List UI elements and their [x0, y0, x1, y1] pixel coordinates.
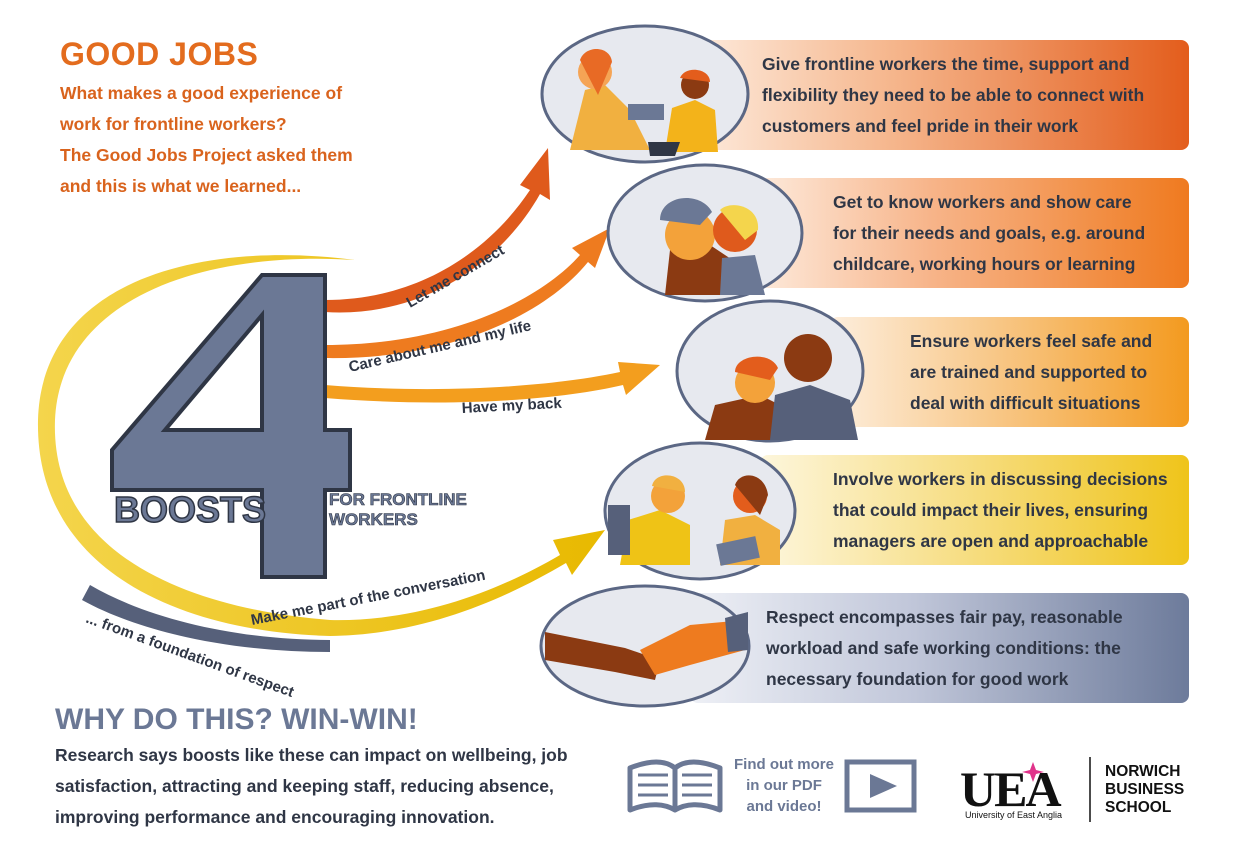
video-play-icon[interactable] — [844, 759, 917, 813]
research-line: improving performance and encouraging in… — [55, 807, 495, 827]
card-line: Ensure workers feel safe and — [910, 330, 1153, 351]
uea-name: University of East Anglia — [965, 810, 1063, 820]
card-line: workload and safe working conditions: th… — [766, 637, 1121, 658]
boost-card-respect: Respect encompasses fair pay, reasonable… — [690, 593, 1189, 703]
find-out-line: and video! — [746, 798, 822, 815]
arrow-back — [325, 362, 660, 403]
illustration-handshake — [539, 584, 751, 708]
nbs-line: BUSINESS — [1105, 781, 1185, 798]
intro-line: work for frontline workers? — [60, 114, 287, 134]
boost-card-connect: Give frontline workers the time, support… — [700, 40, 1189, 150]
card-line: Involve workers in discussing decisions — [833, 468, 1168, 489]
card-line: are trained and supported to — [910, 361, 1148, 382]
card-line: customers and feel pride in their work — [762, 115, 1079, 136]
find-out-line: in our PDF — [746, 777, 822, 794]
card-line: Give frontline workers the time, support… — [762, 53, 1130, 74]
label-connect: Let me connect — [404, 242, 508, 312]
boosts-label: BOOSTS — [114, 489, 266, 530]
intro-line: The Good Jobs Project asked them — [60, 145, 353, 165]
intro-line: What makes a good experience of — [60, 83, 343, 103]
card-line: necessary foundation for good work — [766, 668, 1069, 689]
workers-label: WORKERS — [329, 510, 418, 529]
intro-line: and this is what we learned... — [60, 176, 302, 196]
intro-text: What makes a good experience of work for… — [60, 78, 390, 202]
page-title: GOOD JOBS — [60, 36, 259, 72]
card-line: that could impact their lives, ensuring — [833, 499, 1149, 520]
illustration-connect — [540, 24, 750, 164]
respect-band — [82, 585, 330, 652]
big-number-4 — [110, 273, 352, 579]
boost-card-back: Ensure workers feel safe and are trained … — [830, 317, 1189, 427]
illustration-back — [675, 299, 865, 443]
arrow-connect — [325, 148, 550, 313]
label-back: Have my back — [461, 395, 562, 417]
find-out-line: Find out more — [734, 756, 834, 773]
for-frontline-label: FOR FRONTLINE — [329, 490, 467, 509]
arrow-care — [325, 228, 610, 359]
card-line: Get to know workers and show care — [833, 191, 1132, 212]
card-line: childcare, working hours or learning — [833, 253, 1136, 274]
uea-logo: UEA — [960, 757, 1091, 822]
norwich-business-school-logo: NORWICH BUSINESS SCHOOL — [1105, 763, 1184, 817]
nbs-line: NORWICH — [1105, 763, 1181, 780]
svg-text:UEA: UEA — [960, 761, 1061, 817]
card-line: Respect encompasses fair pay, reasonable — [766, 606, 1123, 627]
boost-card-conversation: Involve workers in discussing decisions t… — [760, 455, 1189, 565]
nbs-line: SCHOOL — [1105, 799, 1172, 816]
research-line: Research says boosts like these can impa… — [55, 745, 568, 765]
research-line: satisfaction, attracting and keeping sta… — [55, 776, 554, 796]
illustration-conversation — [603, 441, 797, 581]
why-heading: WHY DO THIS? WIN-WIN! — [55, 703, 418, 736]
card-line: flexibility they need to be able to conn… — [762, 84, 1145, 105]
card-line: managers are open and approachable — [833, 530, 1149, 551]
boost-card-care: Get to know workers and show care for the… — [760, 178, 1189, 288]
book-icon[interactable] — [627, 759, 723, 813]
card-line: for their needs and goals, e.g. around — [833, 222, 1146, 243]
card-line: deal with difficult situations — [910, 392, 1141, 413]
research-text: Research says boosts like these can impa… — [55, 740, 615, 833]
find-out-more-link[interactable]: Find out more in our PDF and video! — [728, 754, 840, 817]
illustration-care — [606, 163, 804, 303]
